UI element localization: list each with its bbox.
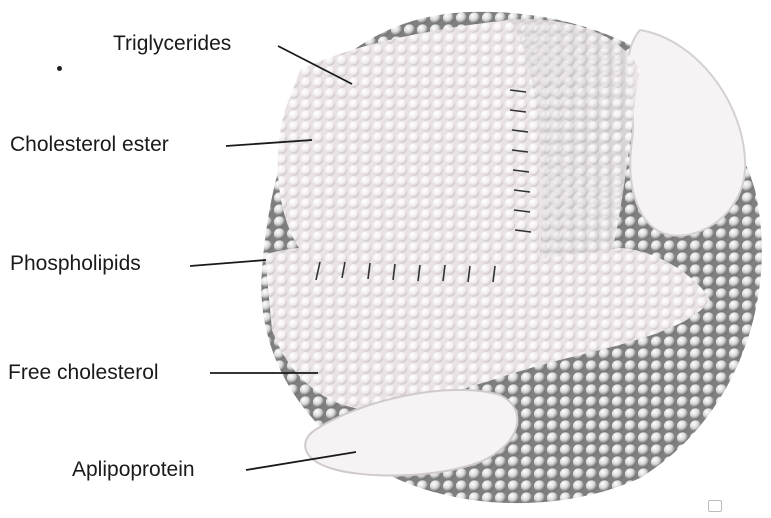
label-triglycerides: Triglycerides (113, 33, 231, 54)
label-free-cholesterol: Free cholesterol (8, 362, 159, 383)
inner-core (278, 20, 542, 270)
apolipoprotein-upper (628, 30, 745, 236)
label-phospholipids: Phospholipids (10, 253, 141, 274)
label-cholesterol-ester: Cholesterol ester (10, 134, 169, 155)
label-apolipoprotein: Aplipoprotein (72, 459, 195, 480)
stray-dot (57, 66, 62, 71)
corner-mark (708, 500, 722, 512)
